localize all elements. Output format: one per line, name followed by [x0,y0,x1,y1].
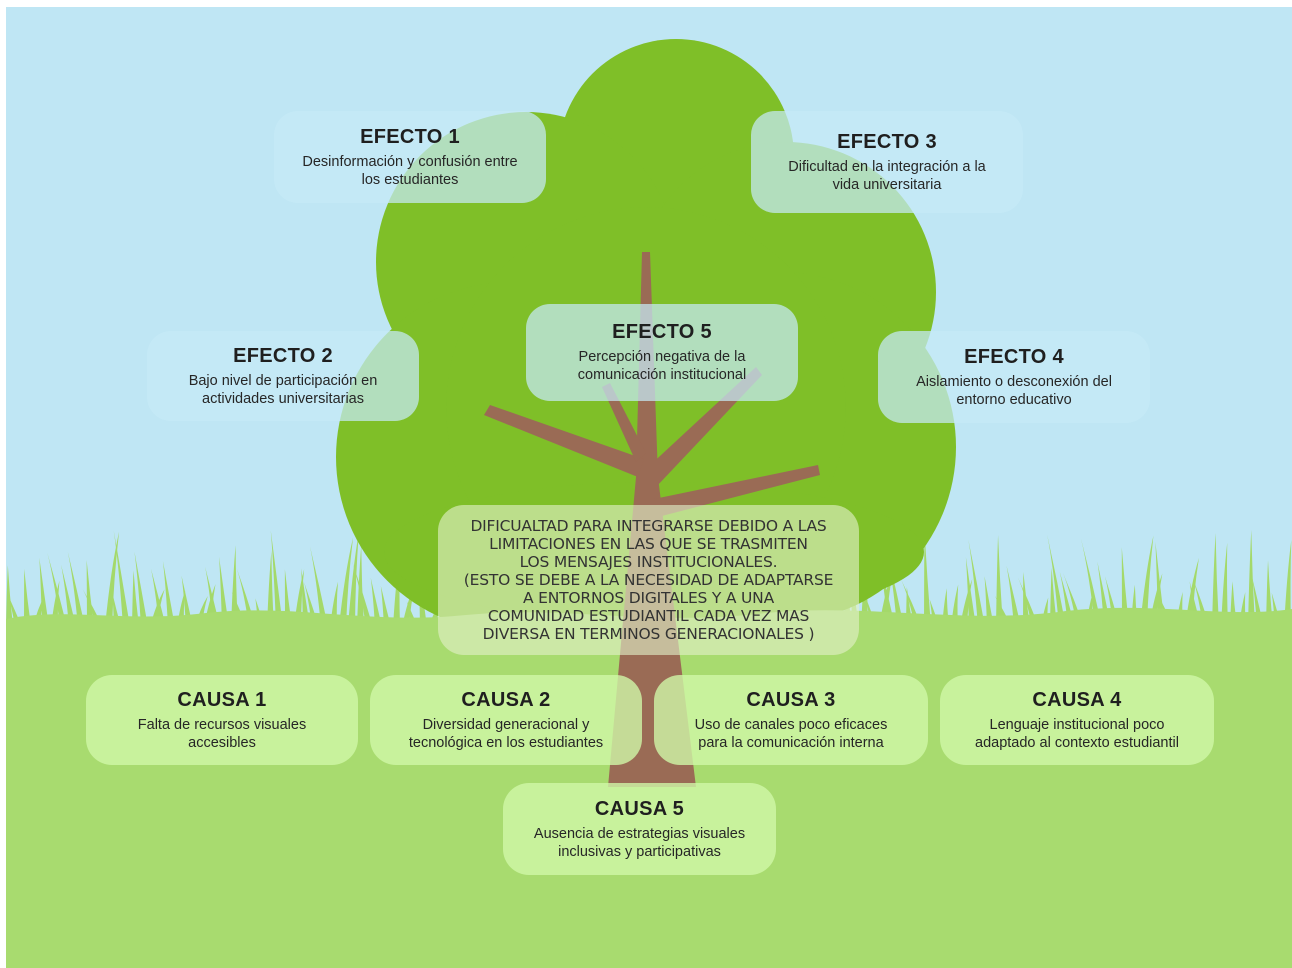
effect-description-line: Desinformación y confusión entre [302,153,518,170]
cause-description: Falta de recursos visuales accesibles [138,716,306,752]
effect-description-line: Bajo nivel de participación en [188,372,378,389]
cause-description-line: Uso de canales poco eficaces [694,716,888,733]
effect-title: EFECTO 2 [233,344,333,367]
problem-line: LIMITACIONES EN LAS QUE SE TRASMITEN [489,535,808,553]
problem-line: DIVERSA EN TERMINOS GENERACIONALES ) [482,625,815,643]
cause-description-line: Lenguaje institucional poco [989,716,1165,733]
cause-description: Diversidad generacional y tecnológica en… [409,716,603,752]
cause-description: Ausencia de estrategias visuales inclusi… [534,825,745,861]
effect-title: EFECTO 3 [837,130,937,153]
cause-description-line: tecnológica en los estudiantes [408,734,604,751]
cause-description-line: accesibles [188,734,256,751]
effect-description-line: vida universitaria [832,176,942,193]
cause-title: CAUSA 3 [746,688,836,711]
cause-title: CAUSA 2 [461,688,551,711]
cause-description-line: adaptado al contexto estudiantil [975,734,1179,751]
cause-description: Lenguaje institucional poco adaptado al … [975,716,1179,752]
cause-description-line: Diversidad generacional y [422,716,590,733]
effect-description-line: Aislamiento o desconexión del [916,373,1112,390]
problem-line: LOS MENSAJES INSTITUCIONALES. [519,553,778,571]
cause-description-line: Falta de recursos visuales [137,716,307,733]
problem-tree-diagram: EFECTO 1 Desinformación y confusión entr… [6,7,1292,968]
problem-line: A ENTORNOS DIGITALES Y A UNA [523,589,774,607]
effect-description: Dificultad en la integración a la vida u… [788,158,985,194]
effect-card-1: EFECTO 1 Desinformación y confusión entr… [274,111,546,203]
effect-title: EFECTO 4 [964,345,1064,368]
effect-card-3: EFECTO 3 Dificultad en la integración a … [751,111,1023,213]
effect-description-line: actividades universitarias [202,390,364,407]
central-problem-box: DIFICUALTAD PARA INTEGRARSE DEBIDO A LAS… [438,505,859,655]
effect-title: EFECTO 5 [612,321,712,343]
cause-card-1: CAUSA 1 Falta de recursos visuales acces… [86,675,358,765]
effect-description-line: los estudiantes [361,171,459,188]
cause-card-4: CAUSA 4 Lenguaje institucional poco adap… [940,675,1214,765]
cause-title: CAUSA 5 [594,797,685,820]
effect-description: Percepción negativa de la comunicación i… [578,348,746,384]
effect-description-line: entorno educativo [956,391,1072,408]
problem-line: COMUNIDAD ESTUDIANTIL CADA VEZ MAS [487,607,810,625]
cause-description-line: Ausencia de estrategias visuales [533,825,746,842]
effect-card-2: EFECTO 2 Bajo nivel de participación en … [147,331,419,421]
cause-title: CAUSA 4 [1032,688,1122,711]
cause-description-line: para la comunicación interna [698,734,884,751]
cause-description-line: inclusivas y participativas [558,843,721,860]
cause-title: CAUSA 1 [177,688,267,711]
cause-card-5: CAUSA 5 Ausencia de estrategias visuales… [503,783,776,875]
effect-description: Desinformación y confusión entre los est… [302,153,517,189]
cause-card-2: CAUSA 2 Diversidad generacional y tecnol… [370,675,642,765]
problem-line: (ESTO SE DEBE A LA NECESIDAD DE ADAPTARS… [463,571,834,589]
cause-description: Uso de canales poco eficaces para la com… [695,716,888,752]
effect-description: Aislamiento o desconexión del entorno ed… [916,373,1112,409]
problem-line: DIFICUALTAD PARA INTEGRARSE DEBIDO A LAS [470,517,827,535]
effect-description-line: comunicación institucional [577,367,747,383]
effect-title: EFECTO 1 [360,125,460,148]
cause-card-3: CAUSA 3 Uso de canales poco eficaces par… [654,675,928,765]
effect-card-5: EFECTO 5 Percepción negativa de la comun… [526,304,798,401]
effect-description: Bajo nivel de participación en actividad… [189,372,378,408]
effect-description-line: Dificultad en la integración a la [788,158,986,175]
effect-description-line: Percepción negativa de la [578,349,746,365]
effect-card-4: EFECTO 4 Aislamiento o desconexión del e… [878,331,1150,423]
